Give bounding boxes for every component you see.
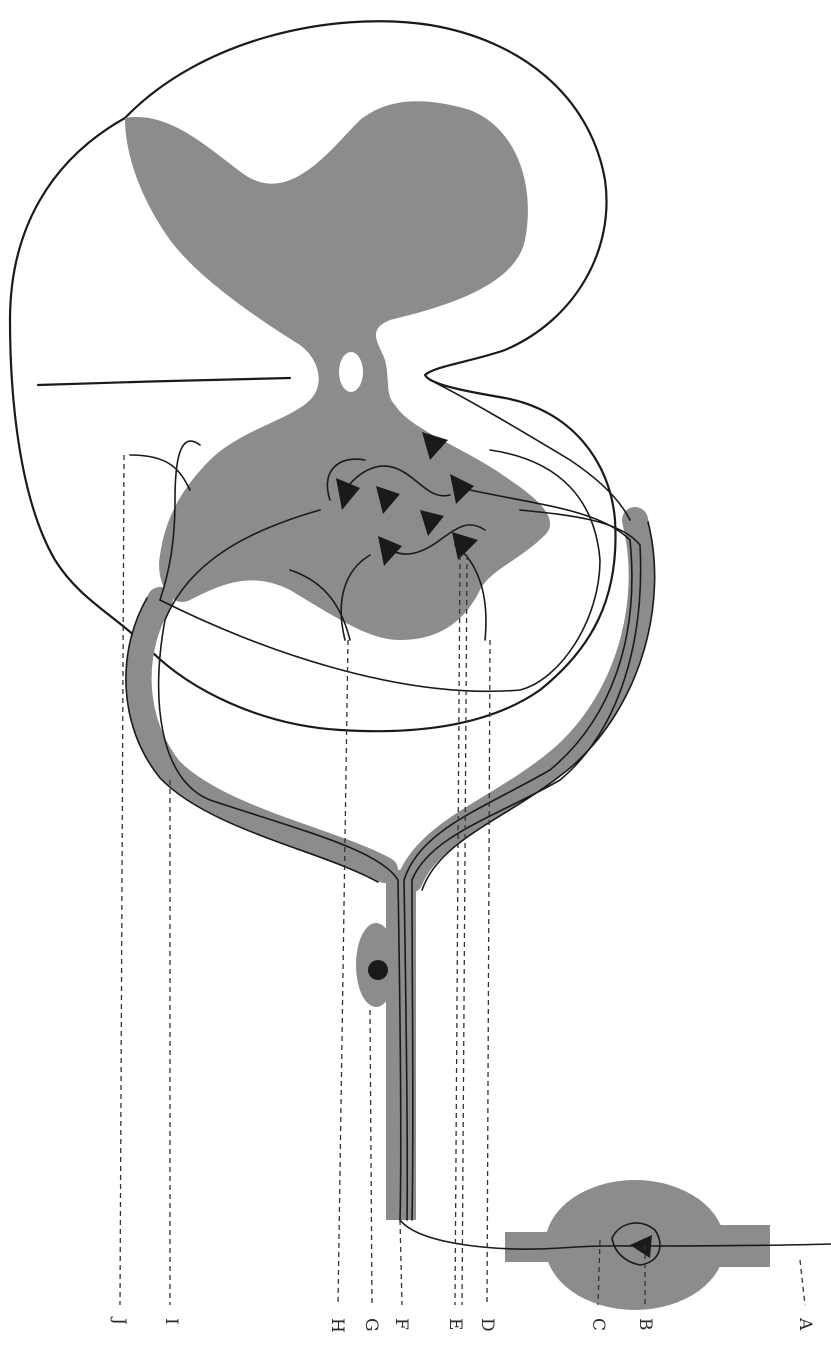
leader-j [120, 455, 124, 1305]
label-b: B [635, 1318, 655, 1331]
fiber-6 [130, 455, 190, 490]
ganglion-cell [368, 960, 388, 980]
central-canal [339, 352, 363, 392]
leader-h [338, 640, 348, 1305]
label-h: H [327, 1318, 347, 1333]
label-i: I [161, 1318, 181, 1325]
leader-d [487, 640, 490, 1305]
label-e: E [445, 1318, 465, 1330]
label-d: D [477, 1318, 497, 1332]
label-c: C [588, 1318, 608, 1331]
spinal-cord-outline [10, 21, 616, 731]
label-f: F [391, 1318, 411, 1330]
leader-g [370, 1010, 372, 1305]
label-j: J [109, 1316, 129, 1325]
gray-matter [125, 101, 550, 640]
leader-e [455, 555, 460, 1305]
label-g: G [361, 1318, 381, 1332]
leader-e2 [462, 555, 467, 1305]
leader-a [800, 1260, 805, 1305]
label-a: A [795, 1317, 815, 1331]
leader-f [400, 1220, 402, 1305]
median-septum [38, 378, 290, 385]
